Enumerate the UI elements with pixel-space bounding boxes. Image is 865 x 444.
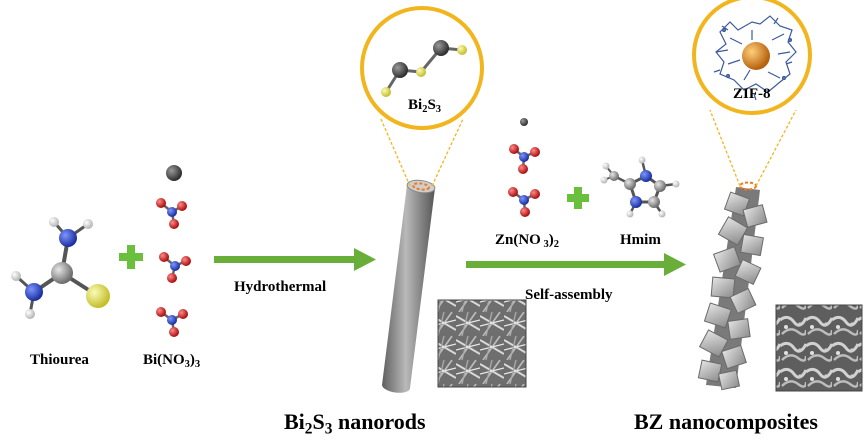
sem-image-icon (775, 304, 863, 392)
zoom-circle-icon (360, 6, 484, 130)
thiourea-molecule-icon (11, 217, 110, 319)
hmim-molecule-icon (600, 156, 680, 218)
zinc-nitrate-molecule-icon (508, 118, 540, 217)
self-assembly-label: Self-assembly (525, 287, 613, 303)
bismuth-nitrate-molecule-icon (156, 165, 191, 337)
plus-icon (119, 245, 143, 269)
bz-caption: BZ nanocomposites (634, 409, 818, 434)
hmim-label: Hmim (620, 232, 661, 248)
zif8-particle-icon (713, 15, 797, 101)
bismuth-nitrate-label: Bi(NO3)3 (143, 352, 201, 371)
reaction-arrow-icon (466, 253, 686, 276)
thiourea-label: Thiourea (30, 352, 89, 368)
nanorods-caption: Bi2S3 nanorods (284, 409, 426, 438)
zif8-label: ZIF-8 (733, 86, 771, 102)
hydrothermal-label: Hydrothermal (234, 279, 327, 295)
bi2s3-circle-label: Bi2S3 (408, 97, 442, 116)
zoom-lines (380, 118, 464, 187)
plus-icon (567, 187, 589, 209)
reaction-arrow-icon (214, 248, 376, 271)
bz-nanocomposite-icon (697, 181, 768, 391)
zoom-circle-icon (692, 0, 812, 115)
sem-image-icon (437, 299, 527, 388)
zoom-lines (709, 109, 797, 187)
nanorod-icon (382, 179, 436, 393)
zinc-nitrate-label: Zn(NO 3)2 (495, 232, 559, 251)
